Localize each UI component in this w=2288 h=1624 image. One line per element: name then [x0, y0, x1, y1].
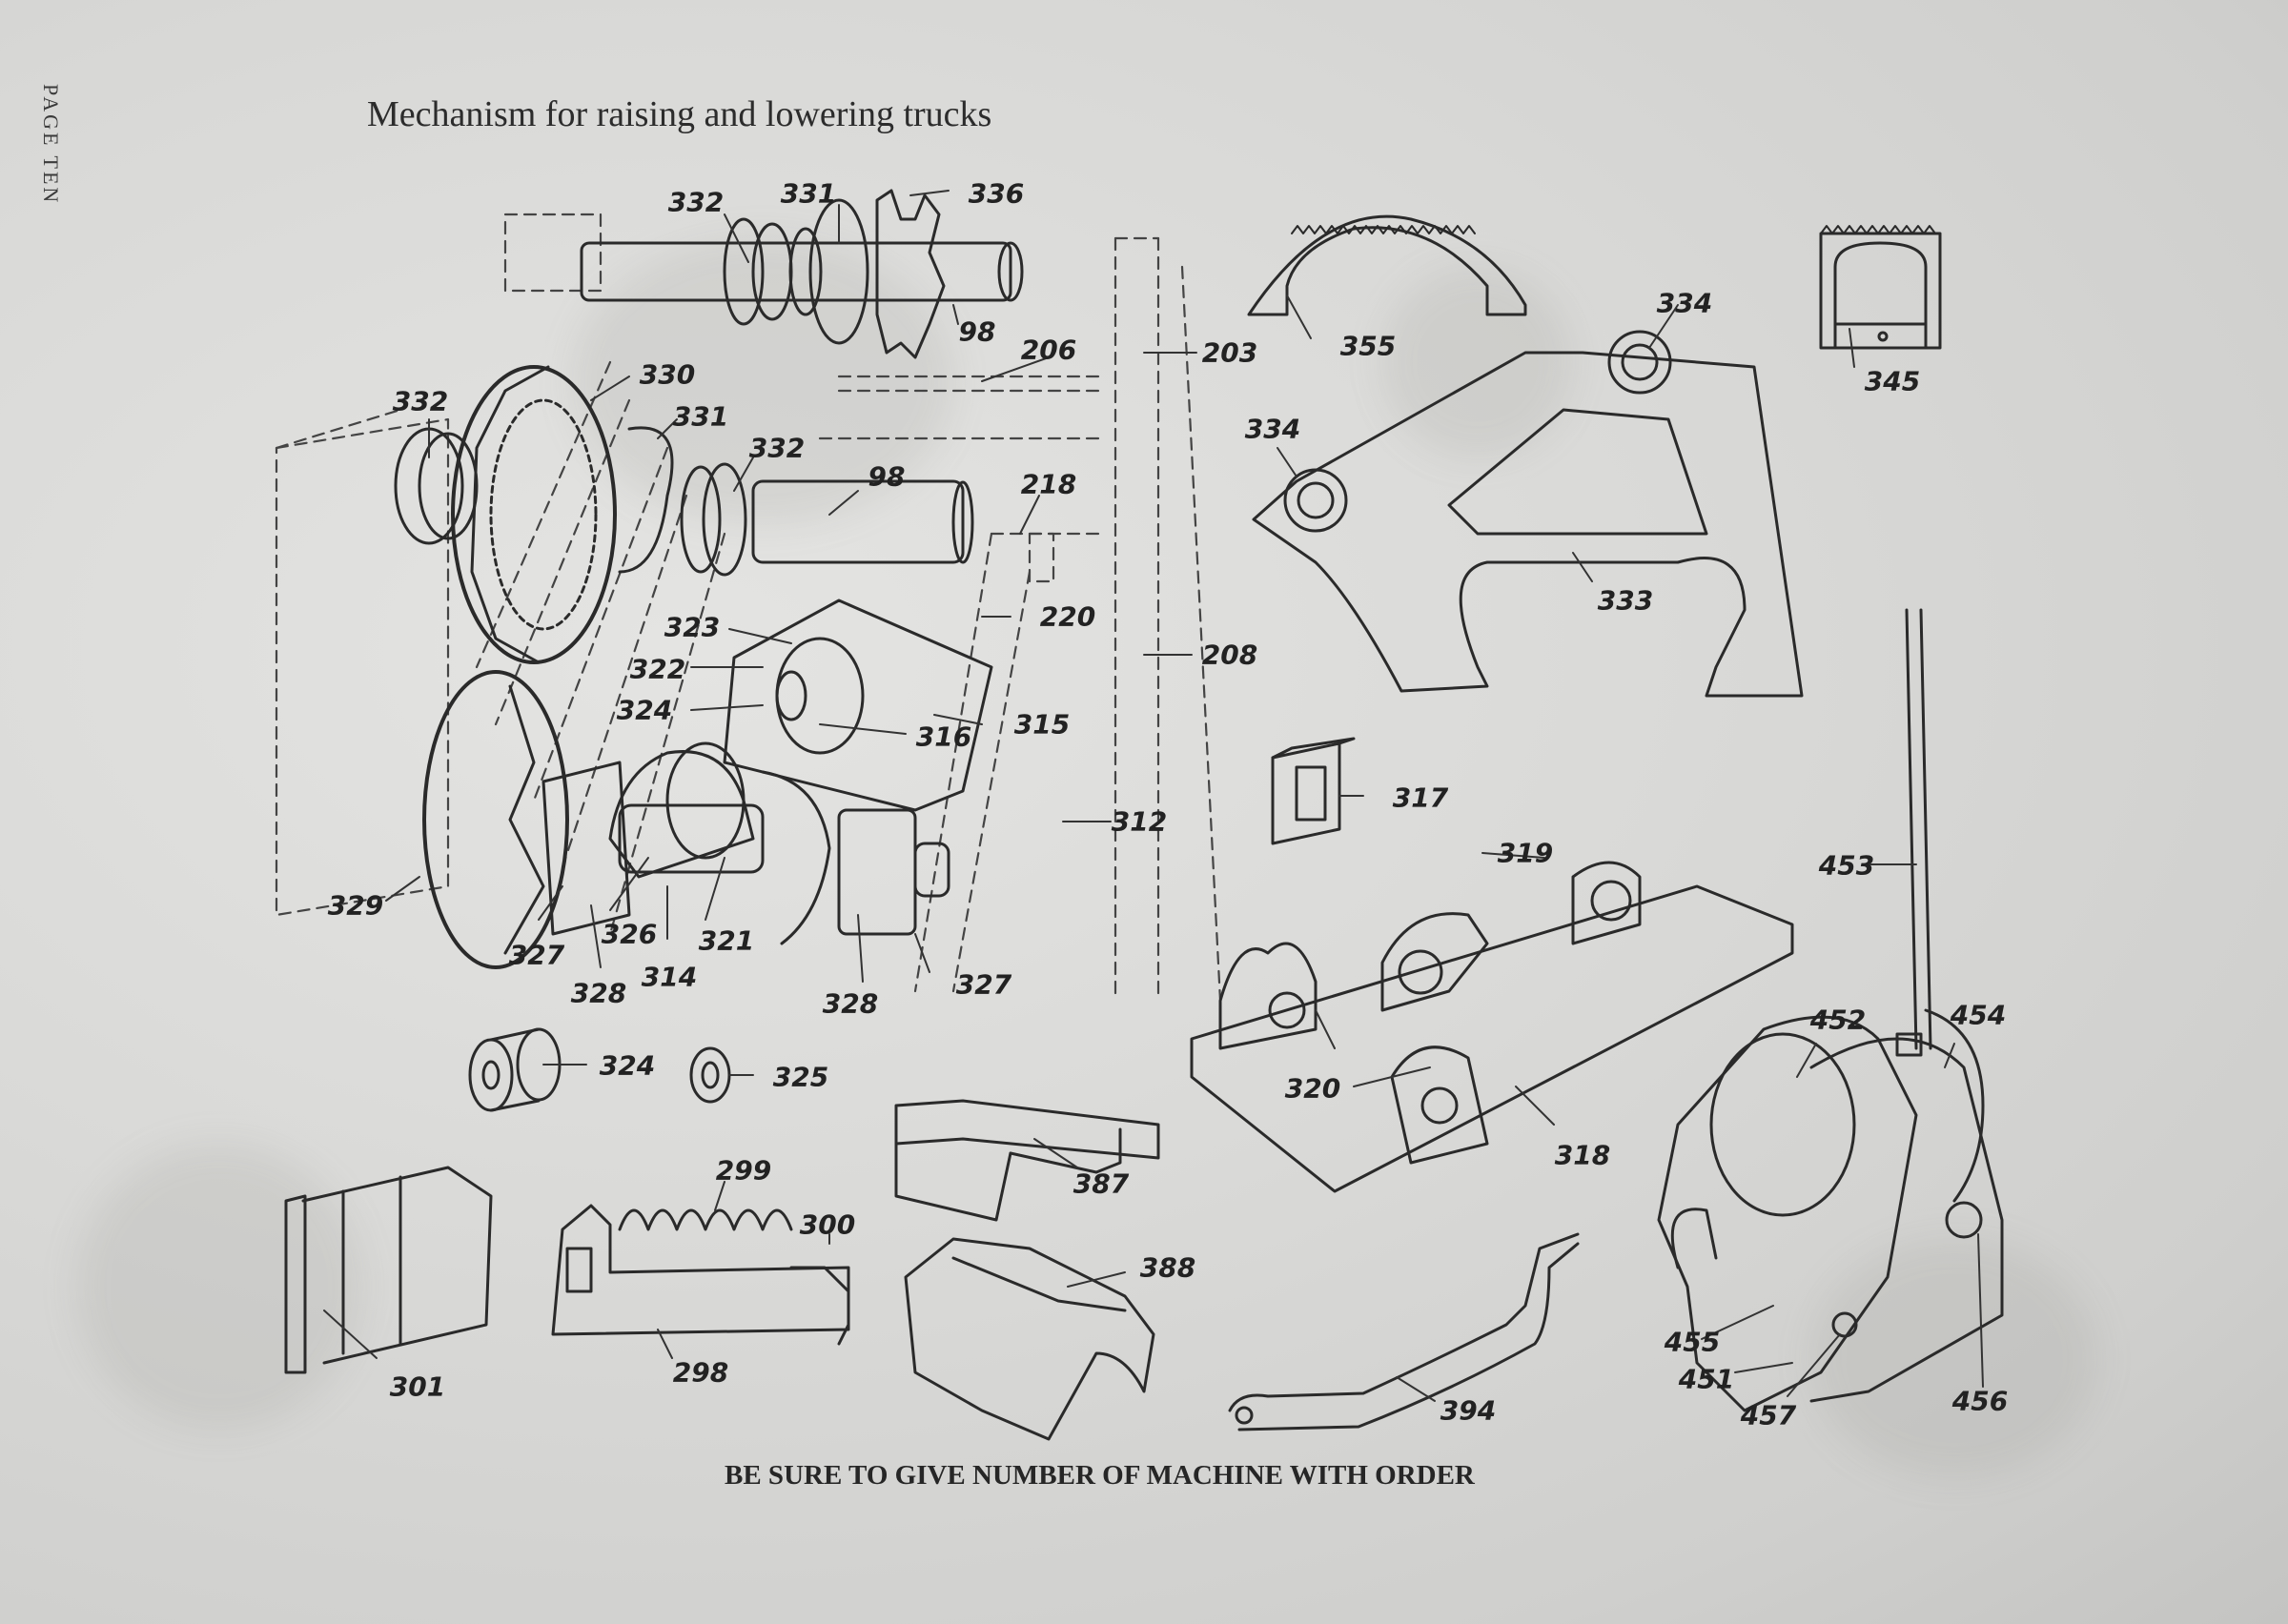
callout-300: 300 [799, 1208, 856, 1241]
callout-331: 331 [672, 400, 729, 433]
diagram-title: Mechanism for raising and lowering truck… [367, 94, 992, 134]
paper-stain [1811, 1239, 2097, 1477]
callout-319: 319 [1497, 837, 1554, 869]
callout-332: 332 [392, 385, 449, 417]
callout-317: 317 [1392, 782, 1449, 814]
segment-gear-345 [1819, 225, 1942, 350]
callout-312: 312 [1111, 805, 1168, 838]
callout-334: 334 [1244, 413, 1301, 445]
washer-325 [689, 1046, 731, 1104]
callout-454: 454 [1950, 999, 2007, 1031]
callout-332: 332 [748, 432, 806, 464]
callout-220: 220 [1039, 600, 1096, 633]
callout-451: 451 [1678, 1363, 1735, 1395]
lower-shaft-assembly [394, 426, 974, 577]
callout-345: 345 [1864, 365, 1921, 397]
callout-98: 98 [958, 315, 996, 348]
callout-298: 298 [672, 1356, 729, 1389]
lever-394 [1228, 1232, 1580, 1431]
callout-316: 316 [915, 721, 972, 753]
block-387 [894, 1099, 1160, 1222]
callout-327: 327 [955, 968, 1012, 1001]
upper-shaft-assembly [580, 189, 1024, 359]
callout-394: 394 [1440, 1394, 1497, 1427]
callout-328: 328 [570, 977, 627, 1009]
lever-drum-assembly [1657, 608, 2004, 1412]
bushing-324 [468, 1027, 562, 1112]
callout-324: 324 [599, 1049, 656, 1082]
callout-218: 218 [1020, 468, 1077, 500]
callout-325: 325 [772, 1061, 829, 1093]
callout-315: 315 [1013, 708, 1071, 741]
callout-98: 98 [868, 460, 906, 493]
callout-457: 457 [1740, 1399, 1797, 1431]
page-number-label: PAGE TEN [39, 84, 63, 206]
callout-452: 452 [1809, 1004, 1867, 1036]
callout-328: 328 [822, 987, 879, 1020]
callout-330: 330 [639, 358, 696, 391]
callout-387: 387 [1072, 1167, 1130, 1200]
callout-318: 318 [1554, 1139, 1611, 1171]
order-instruction-footer: BE SURE TO GIVE NUMBER OF MACHINE WITH O… [725, 1460, 1475, 1491]
callout-456: 456 [1951, 1385, 2009, 1417]
spring-bracket-298 [551, 1204, 850, 1346]
callout-326: 326 [601, 918, 658, 950]
callout-324: 324 [616, 694, 673, 726]
callout-301: 301 [389, 1370, 446, 1403]
callout-455: 455 [1664, 1326, 1721, 1358]
plate-301 [284, 1166, 493, 1374]
callout-206: 206 [1020, 334, 1077, 366]
callout-314: 314 [641, 961, 698, 993]
callout-388: 388 [1139, 1251, 1196, 1284]
callout-355: 355 [1339, 330, 1397, 362]
callout-327: 327 [508, 939, 565, 971]
callout-329: 329 [327, 889, 384, 922]
callout-336: 336 [968, 177, 1025, 210]
gear-329 [422, 670, 569, 969]
segment-gear-355 [1247, 214, 1527, 316]
callout-320: 320 [1284, 1072, 1341, 1105]
gear-case-315 [723, 599, 993, 812]
gear-330 [451, 365, 617, 664]
callout-321: 321 [698, 924, 755, 957]
callout-299: 299 [715, 1154, 772, 1187]
callout-331: 331 [780, 177, 837, 210]
bearing-base-318 [1190, 861, 1794, 1193]
guide-388 [904, 1237, 1155, 1441]
paper-stain [1382, 267, 1573, 457]
bevel-gear-assembly [541, 741, 950, 945]
leader-lines [323, 190, 1984, 1402]
callout-453: 453 [1818, 849, 1875, 882]
callout-323: 323 [664, 611, 721, 643]
bracket-333 [1252, 330, 1804, 698]
callout-208: 208 [1201, 639, 1258, 671]
callout-322: 322 [629, 653, 686, 685]
callout-203: 203 [1201, 336, 1258, 369]
paper-stain [76, 1144, 362, 1430]
callout-332: 332 [667, 186, 725, 218]
callout-334: 334 [1656, 287, 1713, 319]
frame-outline-dashed [275, 213, 1222, 1003]
callout-333: 333 [1597, 584, 1654, 617]
block-317 [1271, 737, 1356, 845]
